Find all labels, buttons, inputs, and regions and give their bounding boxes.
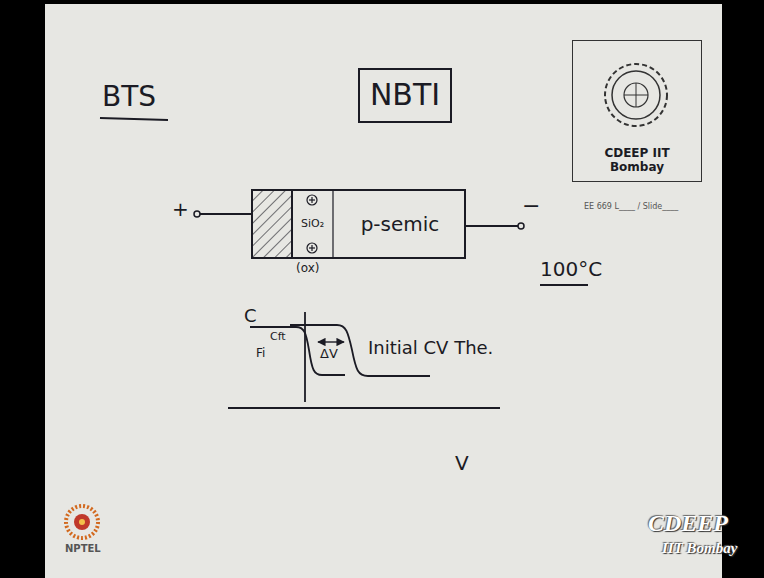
node-text: p-semic xyxy=(361,213,440,236)
terminal xyxy=(518,223,524,229)
curve-label: Initial CV The. xyxy=(368,338,493,358)
mos-outline xyxy=(252,190,465,258)
underline xyxy=(540,284,588,286)
axis-label: C xyxy=(244,306,257,326)
node-text: CDEEP IIT Bombay xyxy=(598,147,676,175)
logo-box: CDEEP IIT Bombay xyxy=(572,40,702,182)
terminal xyxy=(194,211,200,217)
nptel-logo xyxy=(66,506,98,538)
paper xyxy=(45,4,722,578)
terminal-sign: + xyxy=(172,198,189,220)
underline xyxy=(100,118,168,120)
shifted-cv-curve xyxy=(250,327,345,375)
semiconductor-block: p-semic xyxy=(335,190,465,258)
watermark: NPTEL xyxy=(65,543,101,554)
curve-label: Fi xyxy=(256,347,265,360)
node-text: SiO₂ xyxy=(301,218,324,231)
wire xyxy=(200,213,252,215)
terminal-sign: − xyxy=(522,194,540,218)
temperature: 100°C xyxy=(540,258,602,280)
emblem xyxy=(605,64,667,126)
oxide-layer: SiO₂ xyxy=(292,190,333,258)
slide-number: EE 669 L____ / Slide____ xyxy=(584,203,678,212)
heading: BTS xyxy=(102,82,156,113)
title-box: NBTI xyxy=(358,68,452,123)
curve-label: Cft xyxy=(270,331,286,343)
interface-line xyxy=(332,190,333,258)
shift-label: ΔV xyxy=(320,347,338,361)
watermark: CDEEP xyxy=(648,510,728,536)
metal-gate xyxy=(252,190,292,258)
wire xyxy=(465,225,518,227)
layer-label: (ox) xyxy=(296,262,319,275)
v-axis xyxy=(228,407,500,409)
shift-arrow xyxy=(318,341,344,342)
axis-label: V xyxy=(455,452,469,474)
node-text: NBTI xyxy=(370,78,440,113)
watermark: IIT Bombay xyxy=(662,540,737,557)
